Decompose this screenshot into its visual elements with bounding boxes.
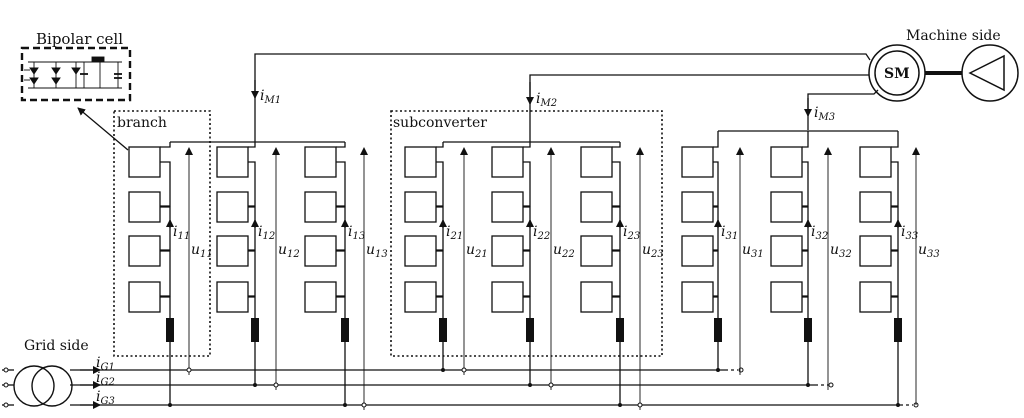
ig1-label: iG1 [96, 355, 115, 373]
bus2-terminal [828, 382, 834, 388]
branch-label: branch [117, 115, 167, 131]
svg-text:i13: i13 [348, 224, 365, 242]
bipolar-cell-label: Bipolar cell [36, 30, 123, 48]
machine-side-label: Machine side [906, 28, 1001, 44]
ig3-label: iG3 [96, 389, 115, 407]
svg-text:i31: i31 [721, 224, 738, 242]
turbine-icon [968, 54, 1005, 92]
branch-33: i33 u33 [859, 131, 940, 407]
bipolar-cell-pointer-arrow [77, 107, 129, 151]
svg-text:i32: i32 [811, 224, 828, 242]
ig2-label: iG2 [96, 370, 115, 388]
svg-text:i12: i12 [258, 224, 275, 242]
svg-text:u33: u33 [918, 242, 940, 260]
bipolar-cell-schematic-icon [24, 56, 122, 89]
transformer-primary-icon [13, 365, 55, 407]
grid-side-label: Grid side [24, 338, 89, 354]
grid-side: Grid side [2, 338, 89, 408]
im2-label: iM2 [536, 91, 557, 109]
sm-label: SM [884, 66, 910, 82]
svg-text:u21: u21 [466, 242, 488, 260]
svg-text:u22: u22 [553, 242, 575, 260]
branch-22: i22 u22 [491, 130, 575, 390]
branch-32: i32 u32 [770, 131, 852, 390]
svg-text:u32: u32 [830, 242, 852, 260]
branch-group-box [113, 110, 211, 357]
svg-text:i11: i11 [173, 224, 190, 242]
grid-terminal-3 [3, 402, 9, 408]
branch-11: i11 u11 [128, 142, 213, 407]
grid-buses [70, 369, 913, 406]
im3-label: iM3 [814, 105, 835, 123]
svg-text:i33: i33 [901, 224, 918, 242]
bipolar-cell: Bipolar cell [20, 30, 132, 151]
subconverter-group-box [390, 110, 663, 357]
grid-terminal-1 [3, 367, 9, 373]
branch-13: i13 u13 [304, 142, 388, 410]
svg-text:u12: u12 [278, 242, 300, 260]
svg-text:i23: i23 [623, 224, 640, 242]
svg-text:u23: u23 [642, 242, 664, 260]
im1-label: iM1 [260, 88, 281, 106]
svg-text:i21: i21 [446, 224, 463, 242]
subconverter-label: subconverter [393, 115, 487, 131]
grid-terminal-2 [3, 382, 9, 388]
branch-23: i23 u23 [580, 142, 664, 410]
svg-text:u31: u31 [742, 242, 764, 260]
svg-text:u13: u13 [366, 242, 388, 260]
sm-motor-inner-icon [874, 50, 920, 96]
svg-text:i22: i22 [533, 224, 550, 242]
branch-21: i21 u21 [404, 142, 488, 375]
transformer-secondary-icon [31, 365, 73, 407]
svg-text:u11: u11 [191, 242, 213, 260]
branch-31: i31 u31 [681, 131, 764, 375]
machine-feeders [254, 53, 879, 130]
branch-12: i12 u12 [216, 130, 300, 390]
machine-side: Machine side SM [868, 28, 1019, 102]
